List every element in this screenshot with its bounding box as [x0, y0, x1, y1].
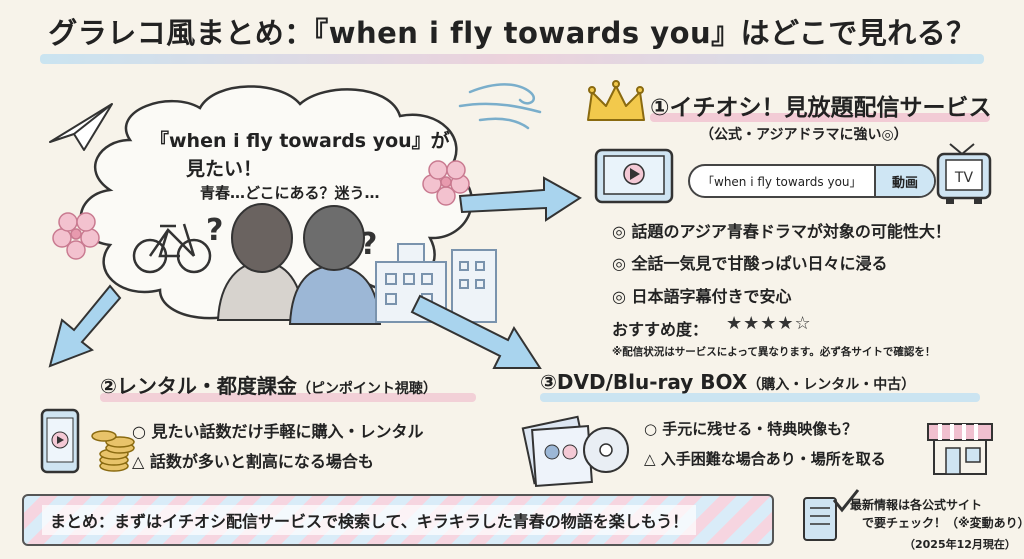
section1-bullet-1: ◎ 話題のアジア青春ドラマが対象の可能性大！ [612, 222, 951, 241]
latest-info-line-2: で要チェック！（※変動あり） [862, 516, 1024, 530]
school-building-icon [375, 243, 497, 323]
tv-icon: TV [936, 143, 992, 204]
section1-bullet-3: ◎ 日本語字幕付きで安心 [612, 287, 792, 306]
title-highlight [40, 54, 984, 64]
video-player-icon [594, 148, 674, 204]
dvd-box-icon [521, 415, 593, 487]
arrow-down-right [410, 294, 542, 369]
question-icon: ? [206, 213, 223, 248]
cloud-line-3: 青春…どこにある？迷う… [200, 184, 380, 202]
bicycle-icon [132, 223, 212, 274]
wind-icon [458, 83, 542, 130]
section3-bullet-2: △ 入手困難な場合あり・場所を取る [644, 450, 886, 468]
section2-bullet-1: ○ 見たい話数だけ手軽に購入・レンタル [132, 422, 424, 441]
page-title: グラレコ風まとめ：『when i fly towards you』はどこで見れる… [48, 16, 976, 50]
section1-highlight [650, 113, 990, 122]
section3-title-main: ③DVD/Blu-ray BOX [540, 370, 748, 394]
recommend-label: おすすめ度： [612, 320, 709, 339]
tv-label: TV [954, 170, 974, 186]
search-button[interactable]: 動画 [874, 166, 934, 196]
section3-bullet-1: ○ 手元に残せる・特典映像も？ [644, 420, 858, 438]
section1-subtitle: （公式・アジアドラマに強い◎） [700, 127, 908, 143]
section3-title: ③DVD/Blu-ray BOX（購入・レンタル・中古） [540, 370, 915, 394]
section2-title: ②レンタル・都度課金（ピンポイント視聴） [100, 370, 437, 399]
section3-highlight [540, 393, 980, 402]
arrow-right [458, 176, 582, 222]
store-icon [927, 423, 993, 475]
search-query: 「when i fly towards you」 [702, 174, 862, 189]
recommend-stars: ★★★★☆ [726, 313, 812, 334]
paper-plane-icon [49, 103, 113, 151]
section2-bullet-2: △ 話数が多いと割高になる場合も [132, 452, 374, 471]
students-illustration [216, 203, 382, 325]
sakura-icon [422, 160, 470, 206]
checklist-icon [803, 489, 860, 541]
section2-title-main: ②レンタル・都度課金 [100, 374, 297, 398]
crown-icon [587, 80, 645, 121]
section2-title-note: （ピンポイント視聴） [296, 381, 437, 397]
smartphone-icon [40, 408, 80, 474]
latest-info-date: （2025年12月現在） [904, 538, 1016, 551]
coins-icon [91, 430, 135, 472]
section1-title: ①イチオシ！見放題配信サービス [650, 95, 992, 121]
arrow-down-left [48, 284, 122, 368]
sakura-icon [52, 212, 100, 260]
section1-note: ※配信状況はサービスによって異なります。必ず各サイトで確認を！ [612, 346, 936, 358]
cloud-line-1: 『when i fly towards you』が [150, 130, 450, 152]
cloud-line-2: 見たい！ [186, 158, 263, 180]
summary-banner: まとめ：まずはイチオシ配信サービスで検索して、キラキラした青春の物語を楽しもう！ [22, 494, 774, 546]
disc-icon [583, 427, 629, 473]
section3-title-note: （購入・レンタル・中古） [747, 377, 916, 393]
section2-highlight [100, 393, 476, 402]
section1-bullet-2: ◎ 全話一気見で甘酸っぱい日々に浸る [612, 254, 888, 273]
summary-text: まとめ：まずはイチオシ配信サービスで検索して、キラキラした青春の物語を楽しもう！ [42, 505, 697, 535]
search-bar[interactable]: 「when i fly towards you」 動画 [688, 164, 936, 198]
latest-info-line-1: 最新情報は各公式サイト [850, 498, 983, 512]
